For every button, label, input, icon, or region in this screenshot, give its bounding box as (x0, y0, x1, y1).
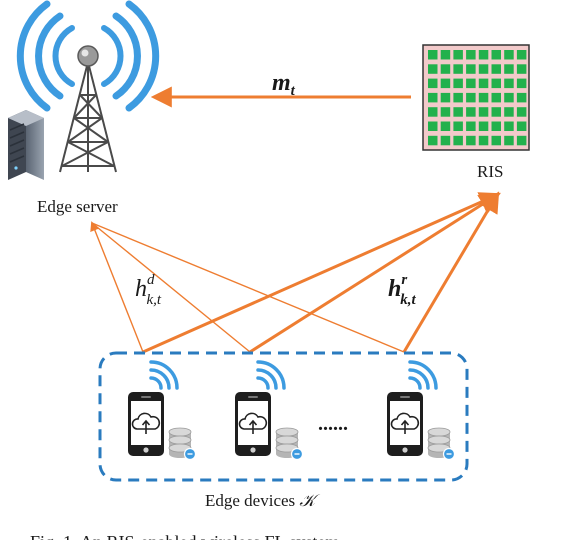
cloud-upload-icon (131, 412, 161, 430)
ris-element (453, 64, 463, 74)
ris-element (428, 92, 438, 103)
ris-element (440, 107, 451, 117)
ris-element (428, 64, 438, 74)
ris-element (466, 50, 476, 60)
edge-devices-set-symbol: 𝒦 (299, 491, 320, 510)
ris-element (428, 135, 438, 146)
ris-element (453, 107, 463, 117)
edge-devices-text: Edge devices (205, 491, 299, 510)
ris-element (491, 92, 501, 103)
ris-link-3 (402, 191, 500, 353)
ris-element (453, 50, 463, 60)
ris-element (491, 50, 501, 60)
ris-element (478, 107, 489, 117)
ris-element (516, 107, 527, 117)
ris-element (466, 78, 476, 89)
caption: Fig. 1. An RIS-enabled wireless FL syste… (30, 532, 339, 540)
ris-element (466, 135, 476, 146)
cloud-upload-icon (390, 412, 420, 430)
ris-element (491, 121, 501, 131)
ris-element (453, 121, 463, 131)
ris-element (504, 64, 514, 74)
wifi-icon (256, 360, 286, 390)
ris-panel (422, 44, 530, 151)
ris-element (478, 64, 489, 74)
ris-element (478, 78, 489, 89)
ris-element (466, 121, 476, 131)
ris-element (428, 121, 438, 131)
ellipsis-label: ...... (318, 413, 348, 435)
database-icon (168, 427, 197, 461)
ris-element (440, 92, 451, 103)
ris-element (440, 121, 451, 131)
cloud-upload-icon (238, 412, 268, 430)
ris-element (516, 135, 527, 146)
wifi-icon (408, 360, 438, 390)
edge-devices (128, 360, 456, 461)
ris-element (466, 64, 476, 74)
server-icon (8, 110, 44, 180)
wireless-waves-icon (16, 0, 160, 112)
ris-link-2 (249, 192, 501, 354)
ris-element (466, 107, 476, 117)
edge-devices-label: Edge devices 𝒦 (205, 491, 320, 510)
ris-element (453, 135, 463, 146)
ris-element (466, 92, 476, 103)
ris-element (504, 78, 514, 89)
ris-link-1 (142, 192, 501, 354)
ris-element (516, 64, 527, 74)
ris-element (440, 135, 451, 146)
direct-link-1 (90, 221, 144, 353)
direct-link-2 (91, 222, 251, 353)
ris-element (516, 92, 527, 103)
ris-element (428, 107, 438, 117)
ris-element (516, 121, 527, 131)
channel-links (90, 86, 501, 354)
edge-device (387, 360, 456, 461)
ris-element (491, 64, 501, 74)
edge-device (128, 360, 197, 461)
ris-element (504, 50, 514, 60)
database-icon (427, 427, 456, 461)
ris-element (453, 92, 463, 103)
direct-link-3 (91, 222, 405, 353)
ris-element (440, 64, 451, 74)
ris-element (491, 78, 501, 89)
aggregation-symbol: mt (272, 70, 296, 99)
ris-label: RIS (477, 162, 503, 181)
ris-element (504, 107, 514, 117)
ris-element (504, 135, 514, 146)
ris-element (478, 135, 489, 146)
edge-device (235, 360, 304, 461)
edge-devices-box (98, 351, 469, 482)
ris-element (440, 78, 451, 89)
ris-element (428, 78, 438, 89)
tower-icon (16, 0, 160, 173)
ris-element (504, 121, 514, 131)
ris-element (516, 50, 527, 60)
ris-element (478, 92, 489, 103)
ris-element (491, 107, 501, 117)
ris-element (516, 78, 527, 89)
ris-element (428, 50, 438, 60)
database-icon (275, 427, 304, 461)
ris-element (504, 92, 514, 103)
edge-server-label: Edge server (37, 197, 118, 216)
ris-element (478, 121, 489, 131)
ris-element (440, 50, 451, 60)
wifi-icon (149, 360, 179, 390)
ris-element (453, 78, 463, 89)
ris-element (491, 135, 501, 146)
ris-element (478, 50, 489, 60)
